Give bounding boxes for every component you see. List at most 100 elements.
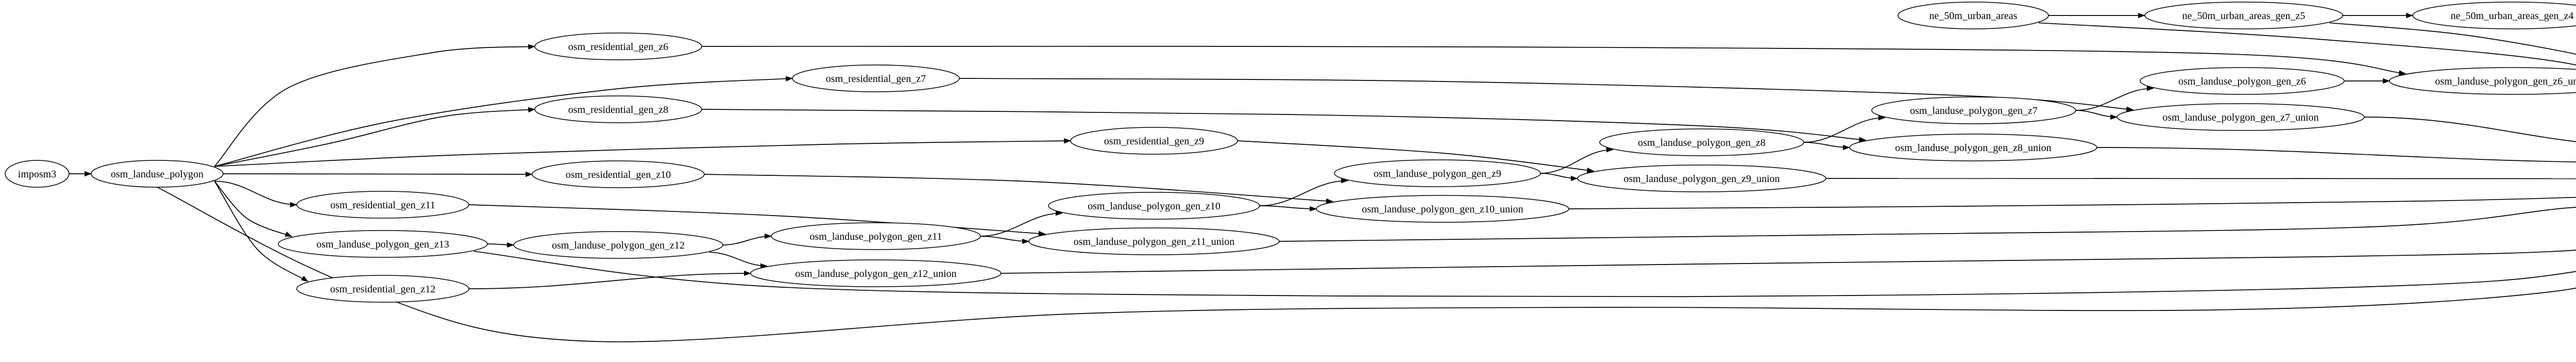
node-ellipse-osm_landuse_polygon_gen_z6 — [2140, 67, 2345, 95]
node-ellipse-osm_landuse_polygon_gen_z11 — [771, 222, 981, 250]
edge-ne_50m_urban_areas-to-layer_landuse-z6 — [2038, 22, 2576, 65]
edge-osm_landuse_polygon_gen_z11-to-osm_landuse_polygon_gen_z10 — [980, 210, 1063, 237]
node-ne_50m_urban_areas: ne_50m_urban_areas — [1897, 2, 2049, 29]
node-ne_50m_urban_areas_gen_z4: ne_50m_urban_areas_gen_z4 — [2412, 2, 2576, 29]
edge-osm_landuse_polygon-to-layer_landuse-z14plus — [157, 187, 2576, 342]
node-label-osm_landuse_polygon_gen_z9: osm_landuse_polygon_gen_z9 — [1374, 168, 1501, 179]
edge-osm_residential_gen_z11-to-osm_landuse_polygon_gen_z11_union — [468, 204, 1046, 236]
edge-osm_landuse_polygon_gen_z11-to-osm_landuse_polygon_gen_z11_union — [980, 236, 1030, 244]
edge-osm_landuse_polygon_gen_z8_union-to-layer_landuse-z8 — [2096, 147, 2576, 162]
node-ellipse-osm_residential_gen_z9 — [1070, 127, 1238, 155]
edge-osm_landuse_polygon_gen_z12_union-to-layer_landuse-z12 — [1001, 250, 2576, 274]
edge-osm_landuse_polygon_gen_z9-to-osm_landuse_polygon_gen_z8 — [1540, 147, 1614, 174]
edge-osm_landuse_polygon_gen_z10_union-to-layer_landuse-z10 — [1568, 196, 2576, 209]
node-osm_landuse_polygon_gen_z12: osm_landuse_polygon_gen_z12 — [513, 231, 723, 259]
node-label-osm_landuse_polygon_gen_z7_union: osm_landuse_polygon_gen_z7_union — [2162, 112, 2318, 123]
node-label-osm_landuse_polygon_gen_z12_union: osm_landuse_polygon_gen_z12_union — [795, 268, 956, 279]
node-label-osm_landuse_polygon_gen_z7: osm_landuse_polygon_gen_z7 — [1910, 105, 2038, 117]
node-label-osm_residential_gen_z12: osm_residential_gen_z12 — [330, 284, 435, 295]
edge-osm_landuse_polygon_gen_z8-to-osm_landuse_polygon_gen_z7 — [1803, 115, 1886, 143]
node-label-osm_landuse_polygon_gen_z10_union: osm_landuse_polygon_gen_z10_union — [1362, 204, 1523, 215]
node-osm_residential_gen_z9: osm_residential_gen_z9 — [1070, 127, 1238, 155]
edge-osm_landuse_polygon_gen_z13-to-layer_landuse-z13 — [473, 251, 2576, 298]
node-ellipse-imposm3 — [5, 160, 70, 188]
node-ellipse-ne_50m_urban_areas_gen_z5 — [2144, 2, 2343, 29]
node-osm_landuse_polygon_gen_z8_union: osm_landuse_polygon_gen_z8_union — [1849, 134, 2097, 161]
node-label-osm_residential_gen_z11: osm_residential_gen_z11 — [330, 200, 435, 211]
node-osm_residential_gen_z11: osm_residential_gen_z11 — [296, 191, 469, 219]
edge-osm_residential_gen_z9-to-osm_landuse_polygon_gen_z9_union — [1237, 140, 1595, 173]
edge-osm_landuse_polygon_gen_z11_union-to-layer_landuse-z11 — [1279, 207, 2576, 242]
node-ellipse-osm_landuse_polygon_gen_z9_union — [1577, 164, 1826, 192]
node-label-osm_residential_gen_z10: osm_residential_gen_z10 — [566, 169, 671, 180]
edge-osm_landuse_polygon-to-osm_residential_gen_z8 — [214, 107, 536, 167]
node-label-osm_residential_gen_z7: osm_residential_gen_z7 — [826, 73, 926, 85]
edge-osm_landuse_polygon_gen_z7_union-to-layer_landuse-z7 — [2364, 117, 2576, 142]
node-ellipse-osm_residential_gen_z8 — [534, 95, 702, 123]
node-ellipse-osm_landuse_polygon_gen_z9 — [1334, 159, 1541, 187]
node-ellipse-osm_landuse_polygon_gen_z10 — [1048, 192, 1260, 220]
node-label-ne_50m_urban_areas_gen_z4: ne_50m_urban_areas_gen_z4 — [2451, 10, 2574, 22]
node-label-imposm3: imposm3 — [18, 169, 56, 180]
node-label-osm_residential_gen_z9: osm_residential_gen_z9 — [1104, 136, 1204, 147]
node-ellipse-osm_residential_gen_z7 — [792, 64, 960, 92]
node-ellipse-ne_50m_urban_areas — [1897, 2, 2049, 29]
node-osm_residential_gen_z10: osm_residential_gen_z10 — [532, 160, 705, 188]
node-osm_residential_gen_z12: osm_residential_gen_z12 — [296, 275, 469, 303]
node-ellipse-osm_landuse_polygon_gen_z13 — [278, 230, 488, 258]
node-label-osm_landuse_polygon_gen_z11: osm_landuse_polygon_gen_z11 — [809, 231, 942, 242]
node-label-osm_landuse_polygon_gen_z6_union: osm_landuse_polygon_gen_z6_union — [2435, 76, 2576, 87]
node-osm_landuse_polygon_gen_z9_union: osm_landuse_polygon_gen_z9_union — [1577, 164, 1826, 192]
node-label-osm_landuse_polygon_gen_z8_union: osm_landuse_polygon_gen_z8_union — [1895, 142, 2051, 154]
node-osm_residential_gen_z6: osm_residential_gen_z6 — [534, 32, 702, 60]
node-osm_landuse_polygon_gen_z8: osm_landuse_polygon_gen_z8 — [1599, 128, 1804, 156]
node-label-osm_residential_gen_z8: osm_residential_gen_z8 — [568, 104, 668, 116]
node-osm_landuse_polygon_gen_z11: osm_landuse_polygon_gen_z11 — [771, 222, 981, 250]
edge-osm_landuse_polygon-to-osm_residential_gen_z7 — [214, 76, 793, 167]
nodes-layer: imposm3 osm_landuse_polygon osm_residentia… — [5, 2, 2576, 303]
node-label-osm_landuse_polygon_gen_z12: osm_landuse_polygon_gen_z12 — [552, 240, 685, 251]
node-ellipse-osm_landuse_polygon_gen_z12_union — [750, 259, 1002, 287]
node-osm_landuse_polygon_gen_z7: osm_landuse_polygon_gen_z7 — [1871, 96, 2076, 124]
node-ellipse-osm_landuse_polygon_gen_z7 — [1871, 96, 2076, 124]
node-ellipse-osm_residential_gen_z12 — [296, 275, 469, 303]
node-label-osm_landuse_polygon_gen_z8: osm_landuse_polygon_gen_z8 — [1638, 137, 1766, 149]
node-osm_landuse_polygon_gen_z6: osm_landuse_polygon_gen_z6 — [2140, 67, 2345, 95]
node-label-osm_landuse_polygon_gen_z9_union: osm_landuse_polygon_gen_z9_union — [1623, 173, 1780, 185]
node-osm_landuse_polygon_gen_z12_union: osm_landuse_polygon_gen_z12_union — [750, 259, 1002, 287]
node-ellipse-osm_landuse_polygon_gen_z6_union — [2389, 67, 2576, 95]
node-osm_landuse_polygon_gen_z7_union: osm_landuse_polygon_gen_z7_union — [2116, 103, 2365, 131]
node-label-osm_landuse_polygon_gen_z10: osm_landuse_polygon_gen_z10 — [1088, 201, 1221, 212]
edge-osm_residential_gen_z10-to-osm_landuse_polygon_gen_z10_union — [704, 174, 1334, 204]
node-ellipse-osm_landuse_polygon — [91, 160, 224, 188]
node-osm_landuse_polygon_gen_z10: osm_landuse_polygon_gen_z10 — [1048, 192, 1260, 220]
edge-osm_landuse_polygon_gen_z12-to-osm_landuse_polygon_gen_z12_union — [709, 252, 768, 269]
node-ellipse-osm_residential_gen_z10 — [532, 160, 705, 188]
edge-osm_landuse_polygon_gen_z9_union-to-layer_landuse-z9 — [1825, 178, 2576, 179]
edge-osm_landuse_polygon_gen_z13-to-osm_landuse_polygon_gen_z12 — [487, 242, 515, 248]
node-ellipse-osm_landuse_polygon_gen_z7_union — [2116, 103, 2365, 131]
edge-osm_landuse_polygon_gen_z10-to-osm_landuse_polygon_gen_z9 — [1259, 178, 1349, 206]
node-label-osm_landuse_polygon: osm_landuse_polygon — [111, 169, 204, 180]
node-ellipse-osm_landuse_polygon_gen_z8 — [1599, 128, 1804, 156]
node-ellipse-osm_landuse_polygon_gen_z11_union — [1028, 227, 1280, 255]
node-osm_landuse_polygon_gen_z13: osm_landuse_polygon_gen_z13 — [278, 230, 488, 258]
edge-osm_landuse_polygon-to-osm_landuse_polygon_gen_z13 — [214, 180, 293, 237]
edge-osm_residential_gen_z8-to-osm_landuse_polygon_gen_z8_union — [701, 109, 1867, 142]
edge-osm_landuse_polygon_gen_z7-to-osm_landuse_polygon_gen_z7_union — [2075, 110, 2118, 120]
edge-osm_landuse_polygon_gen_z10-to-osm_landuse_polygon_gen_z10_union — [1259, 205, 1317, 212]
node-osm_residential_gen_z8: osm_residential_gen_z8 — [534, 95, 702, 123]
node-osm_residential_gen_z7: osm_residential_gen_z7 — [792, 64, 960, 92]
node-ellipse-osm_residential_gen_z11 — [296, 191, 469, 219]
node-osm_landuse_polygon: osm_landuse_polygon — [91, 160, 224, 188]
node-ellipse-osm_landuse_polygon_gen_z8_union — [1849, 134, 2097, 161]
edge-osm_landuse_polygon-to-osm_residential_gen_z12 — [214, 180, 309, 282]
node-label-ne_50m_urban_areas_gen_z5: ne_50m_urban_areas_gen_z5 — [2182, 10, 2306, 22]
node-label-osm_landuse_polygon_gen_z6: osm_landuse_polygon_gen_z6 — [2178, 76, 2306, 87]
edge-osm_landuse_polygon-to-osm_residential_gen_z9 — [214, 138, 1072, 167]
edge-osm_landuse_polygon-to-osm_residential_gen_z11 — [214, 180, 298, 208]
node-label-osm_residential_gen_z6: osm_residential_gen_z6 — [568, 41, 668, 53]
edge-osm_residential_gen_z6-to-osm_landuse_polygon_gen_z6_union — [701, 45, 2406, 76]
